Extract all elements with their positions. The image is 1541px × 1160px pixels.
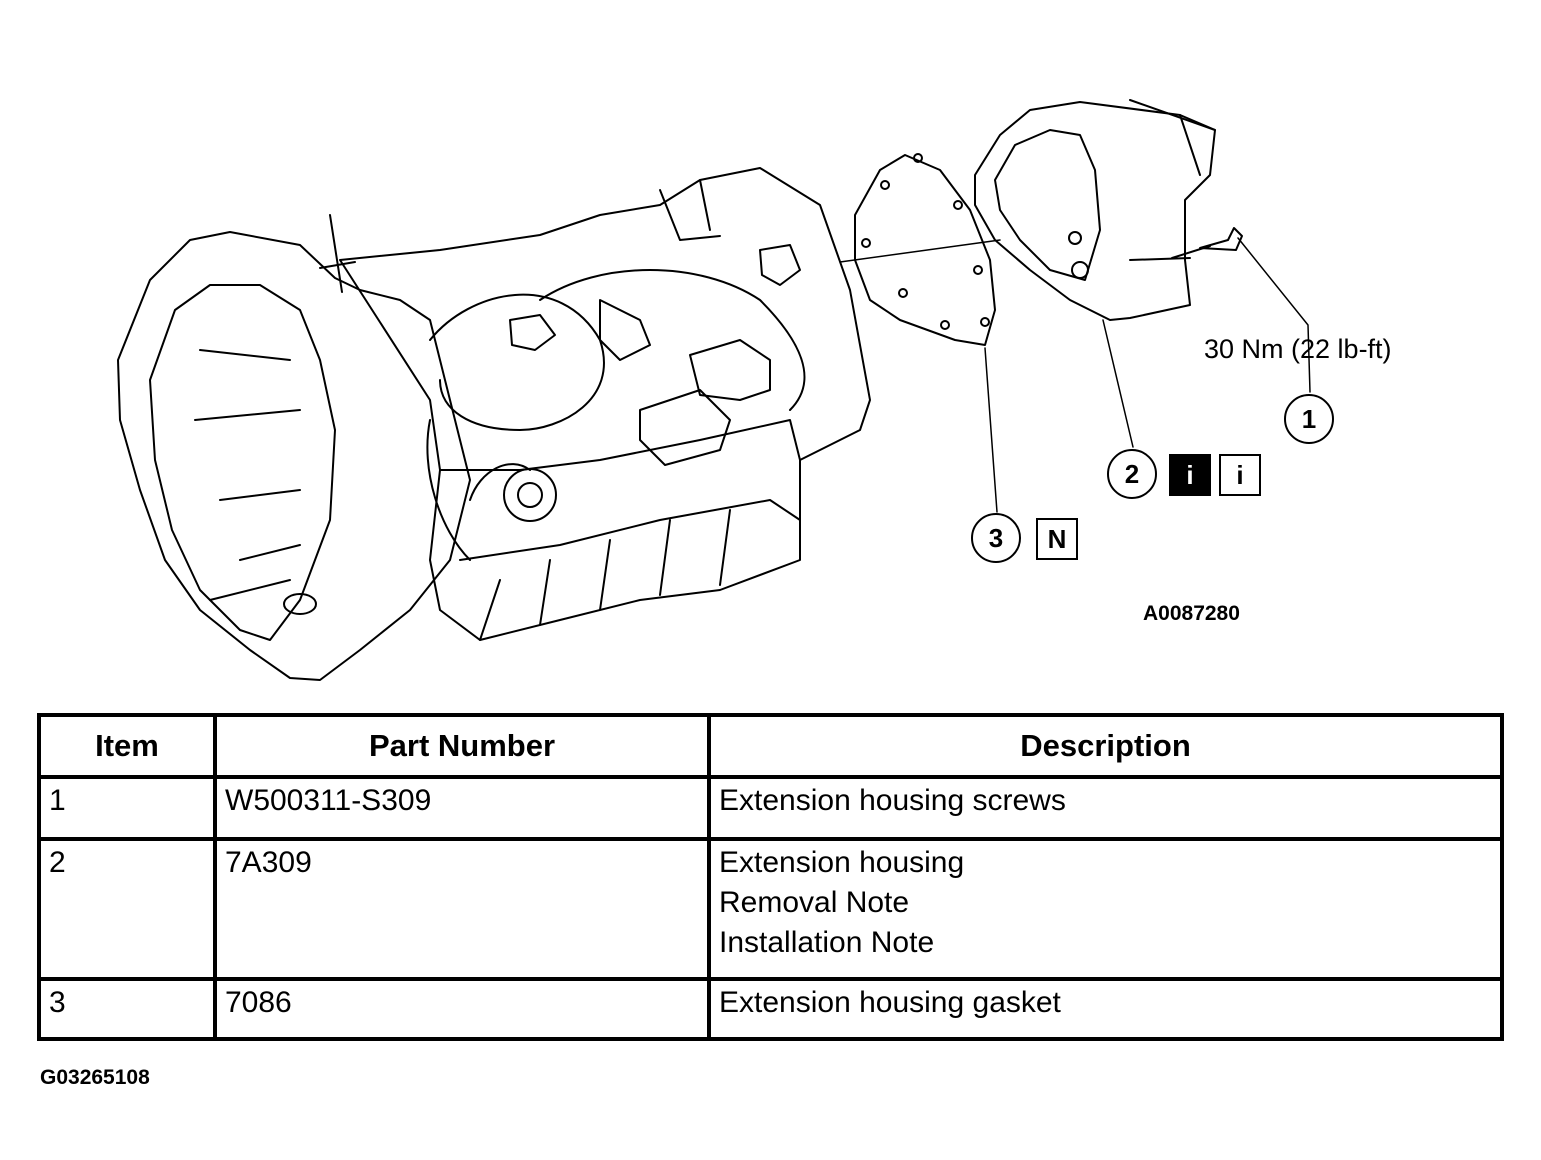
extension-housing-drawing: [974, 99, 1216, 321]
bolt-drawing: [1171, 227, 1243, 259]
cell-description: Extension housing Removal Note Installat…: [707, 837, 1504, 981]
callout-3: 3: [971, 513, 1021, 563]
cell-item: 2: [37, 837, 217, 981]
new-part-note-icon: N: [1036, 518, 1078, 560]
leader-lines: [839, 237, 1311, 513]
header-part-number: Part Number: [213, 713, 711, 779]
callout-2: 2: [1107, 449, 1157, 499]
figure-code: A0087280: [1143, 602, 1240, 625]
header-item: Item: [37, 713, 217, 779]
cell-description: Extension housing gasket: [707, 977, 1504, 1041]
bell-housing-drawing: [117, 214, 471, 681]
description-line: Extension housing: [719, 846, 965, 879]
cell-part-number: 7A309: [213, 837, 711, 981]
callout-1: 1: [1284, 394, 1334, 444]
info-note-outline-icon: i: [1219, 454, 1261, 496]
torque-spec-label: 30 Nm (22 lb-ft): [1204, 334, 1392, 364]
table-header-row: Item Part Number Description: [37, 713, 1504, 779]
graphic-code: G03265108: [40, 1066, 150, 1089]
description-line: Extension housing gasket: [719, 986, 1061, 1019]
table-row: 1 W500311-S309 Extension housing screws: [37, 775, 1504, 841]
transmission-case-drawing: [339, 167, 871, 641]
cell-part-number: 7086: [213, 977, 711, 1041]
info-note-icon: i: [1169, 454, 1211, 496]
removal-note-line: Removal Note: [719, 886, 910, 919]
cell-description: Extension housing screws: [707, 775, 1504, 841]
parts-table: Item Part Number Description 1 W500311-S…: [37, 713, 1504, 1041]
table-row: 3 7086 Extension housing gasket: [37, 977, 1504, 1041]
description-line: Extension housing screws: [719, 784, 1066, 817]
installation-note-line: Installation Note: [719, 926, 935, 959]
cell-item: 3: [37, 977, 217, 1041]
cell-item: 1: [37, 775, 217, 841]
table-row: 2 7A309 Extension housing Removal Note I…: [37, 837, 1504, 981]
transmission-exploded-illustration: [117, 99, 1311, 681]
header-description: Description: [707, 713, 1504, 779]
gasket-drawing: [854, 153, 996, 346]
cell-part-number: W500311-S309: [213, 775, 711, 841]
